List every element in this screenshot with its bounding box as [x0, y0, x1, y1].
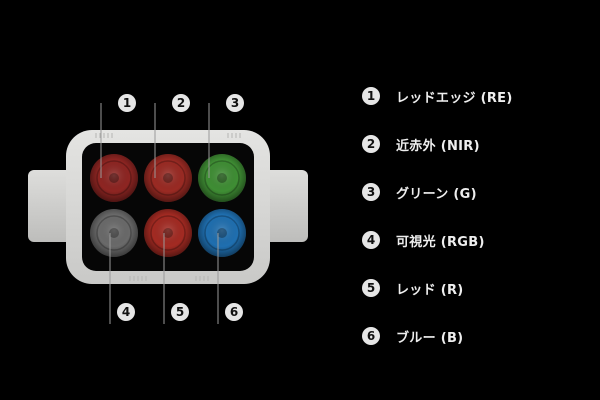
legend-label: ブルー (B)	[396, 330, 464, 346]
legend-item-4: 4 可視光 (RGB)	[362, 228, 592, 252]
housing-ridges-top	[95, 133, 241, 138]
callout-badge-3: 3	[226, 94, 244, 112]
callout-badge-2: 2	[172, 94, 190, 112]
band-legend: 1 レッドエッジ (RE) 2 近赤外 (NIR) 3 グリーン (G) 4 可視光 (RGB…	[362, 84, 592, 372]
legend-item-1: 1 レッドエッジ (RE)	[362, 84, 592, 108]
callout-badge-1: 1	[118, 94, 136, 112]
legend-badge: 1	[362, 87, 380, 105]
legend-label: 近赤外 (NIR)	[396, 138, 480, 154]
lens-4	[90, 209, 138, 257]
lens-3	[198, 154, 246, 202]
legend-badge: 4	[362, 231, 380, 249]
legend-label: 可視光 (RGB)	[396, 234, 485, 250]
legend-badge: 3	[362, 183, 380, 201]
callout-badge-3-number: 3	[231, 96, 239, 110]
legend-item-3: 3 グリーン (G)	[362, 180, 592, 204]
callout-badge-6-number: 6	[230, 305, 238, 319]
legend-badge: 5	[362, 279, 380, 297]
legend-badge: 6	[362, 327, 380, 345]
legend-label: レッドエッジ (RE)	[396, 90, 513, 106]
callout-layer: 1 2 3 4 5 6	[100, 94, 244, 324]
callout-badge-1-number: 1	[123, 96, 131, 110]
callout-badge-4-number: 4	[122, 305, 130, 319]
lens-array	[90, 154, 246, 257]
lens-2	[144, 154, 192, 202]
callout-badge-2-number: 2	[177, 96, 185, 110]
legend-label: グリーン (G)	[396, 186, 477, 202]
legend-item-2: 2 近赤外 (NIR)	[362, 132, 592, 156]
callout-badge-6: 6	[225, 303, 243, 321]
legend-badge: 2	[362, 135, 380, 153]
lens-1	[90, 154, 138, 202]
legend-item-5: 5 レッド (R)	[362, 276, 592, 300]
legend-item-6: 6 ブルー (B)	[362, 324, 592, 348]
legend-label: レッド (R)	[396, 282, 464, 298]
lens-6	[198, 209, 246, 257]
housing-ridges-bottom	[129, 276, 209, 281]
lens-5	[144, 209, 192, 257]
callout-badge-4: 4	[117, 303, 135, 321]
right-mount	[258, 170, 308, 242]
callout-badge-5-number: 5	[176, 305, 184, 319]
left-mount	[28, 170, 76, 242]
callout-badge-5: 5	[171, 303, 189, 321]
